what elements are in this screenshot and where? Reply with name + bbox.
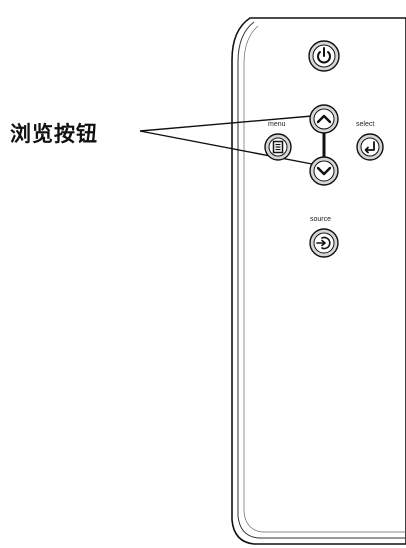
enter-arrow-icon (364, 141, 375, 154)
menu-icon (272, 140, 284, 154)
remote-body (231, 17, 406, 545)
source-button[interactable] (309, 228, 339, 258)
down-button[interactable] (309, 156, 339, 186)
source-label: source (310, 216, 331, 223)
source-input-icon (316, 236, 331, 250)
select-button[interactable] (356, 133, 384, 161)
power-button[interactable] (308, 40, 340, 72)
leader-line-up (139, 115, 313, 132)
chevron-up-icon (316, 114, 332, 124)
menu-button[interactable] (264, 133, 292, 161)
power-icon (317, 47, 331, 64)
select-label: select (356, 121, 374, 128)
chevron-down-icon (316, 166, 332, 176)
up-button[interactable] (309, 104, 339, 134)
navigation-buttons-callout: 浏览按钮 (10, 122, 98, 146)
menu-label: menu (268, 121, 286, 128)
